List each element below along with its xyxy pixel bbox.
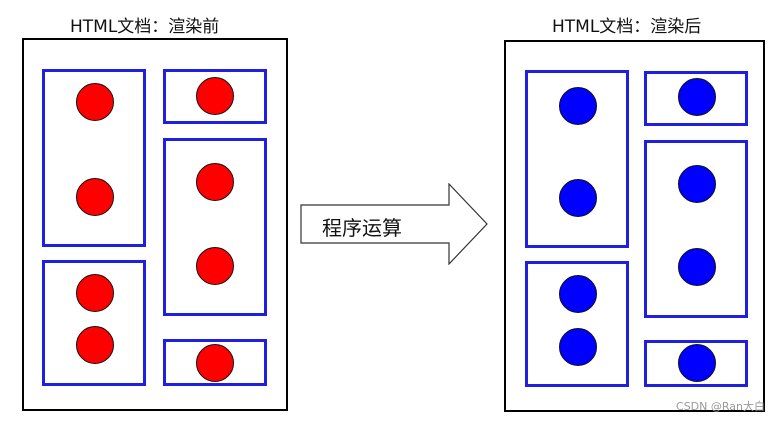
arrow-shape	[300, 183, 488, 265]
blue-dot	[678, 344, 716, 382]
blue-dot	[559, 275, 597, 313]
title-after: HTML文档：渲染后	[552, 17, 702, 37]
block-right-middle	[163, 138, 267, 316]
blue-dot	[678, 165, 716, 203]
red-dot	[76, 178, 114, 216]
block-left-top	[525, 70, 629, 248]
block-left-top	[42, 69, 146, 247]
red-dot	[196, 247, 234, 285]
red-dot	[76, 274, 114, 312]
block-left-bottom	[42, 260, 146, 386]
red-dot	[196, 344, 234, 382]
red-dot	[76, 83, 114, 121]
document-after	[504, 40, 765, 412]
red-dot	[196, 77, 234, 115]
block-right-middle	[644, 140, 748, 318]
watermark: CSDN @Ran大白	[676, 400, 765, 413]
document-before	[22, 38, 288, 411]
red-dot	[196, 163, 234, 201]
block-right-bottom	[644, 340, 748, 387]
block-left-bottom	[525, 261, 629, 387]
red-dot	[76, 326, 114, 364]
blue-dot	[559, 87, 597, 125]
blue-dot	[559, 328, 597, 366]
blue-dot	[559, 179, 597, 217]
block-right-top	[163, 69, 267, 124]
block-right-top	[644, 71, 748, 126]
title-before: HTML文档：渲染前	[70, 17, 220, 37]
block-right-bottom	[163, 339, 267, 386]
blue-dot	[678, 248, 716, 286]
blue-dot	[678, 78, 716, 116]
arrow-label: 程序运算	[322, 216, 402, 240]
